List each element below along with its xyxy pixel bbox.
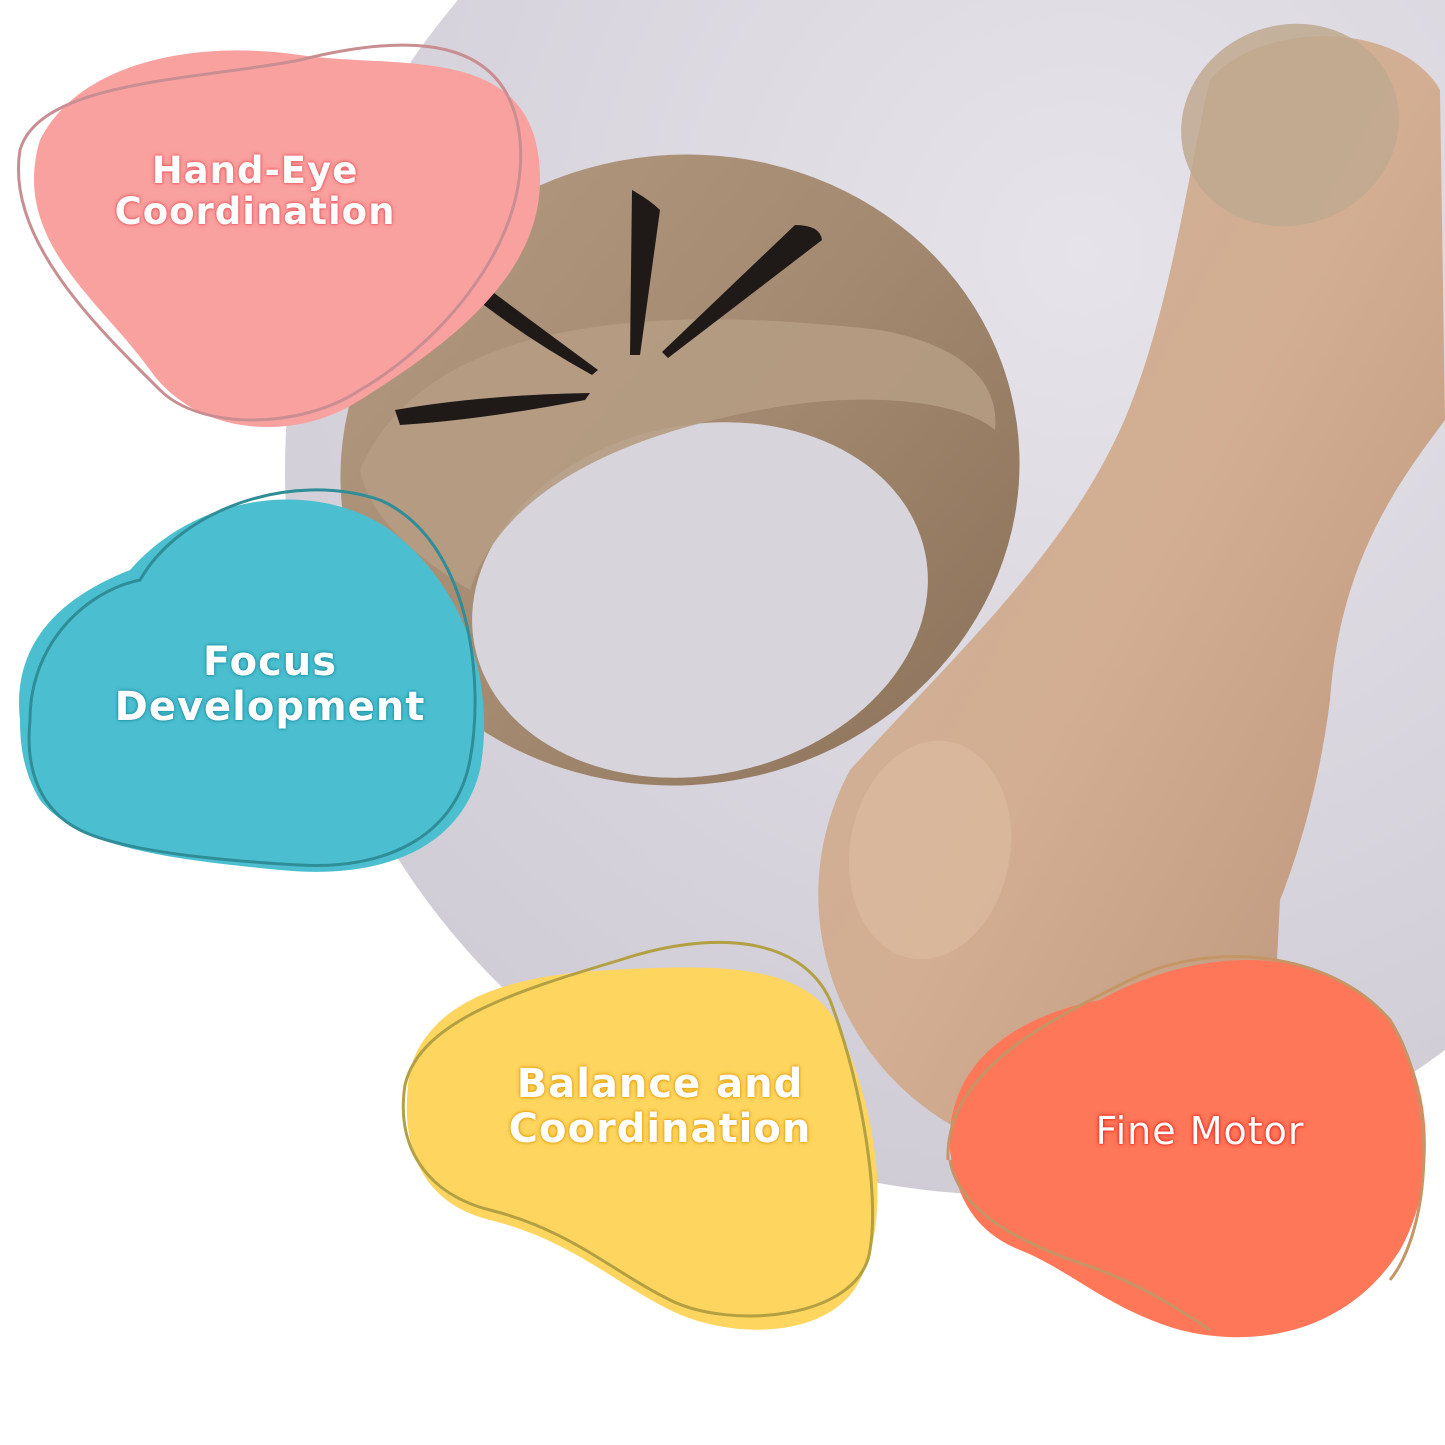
badge-focus-blob	[19, 488, 485, 872]
badge-focus-label: Focus Development	[114, 639, 426, 730]
badge-hand-eye-blob	[16, 43, 540, 428]
ring-rattle-illustration	[340, 154, 1020, 786]
dumbbell-rattle-illustration	[818, 23, 1445, 1143]
badge-fine-motor-label: Fine Motor	[1095, 1109, 1305, 1153]
badge-balance-label: Balance and Coordination	[508, 1061, 812, 1152]
badge-fine-motor-blob	[946, 955, 1426, 1338]
badge-hand-eye-label: Hand-Eye Coordination	[114, 149, 396, 234]
badge-balance-blob	[401, 940, 878, 1330]
